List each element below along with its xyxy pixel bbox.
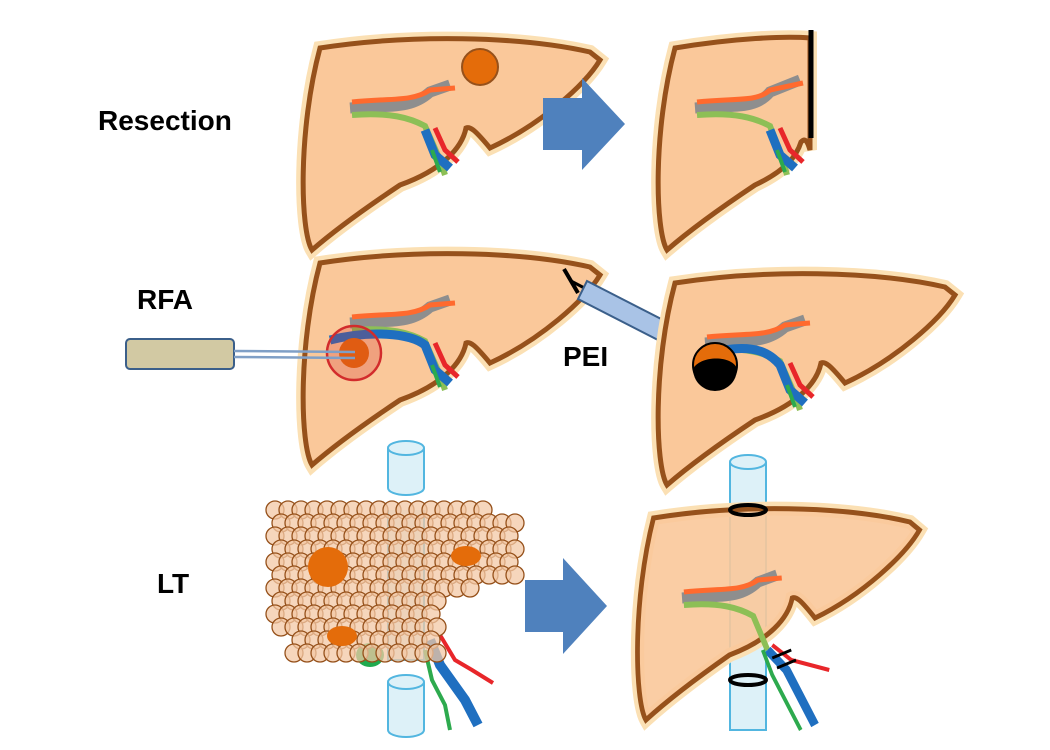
ethanol-fill [693,358,737,391]
arrow-right-icon [525,558,607,654]
hilar-vessels [694,74,805,176]
label-pei: PEI [563,341,608,372]
liver-before-resection [303,39,600,250]
syringe-barrel [576,279,669,342]
label-lt: LT [157,568,189,599]
rfa-electrode [125,338,356,370]
tumor [308,547,348,587]
caval-anastomosis [728,673,768,687]
tumor [327,626,357,646]
arrow-right-icon [543,78,625,170]
hilar-vessels [328,294,460,391]
regenerative-nodule [427,643,447,663]
label-rfa: RFA [137,284,193,315]
anastomosis [776,658,797,670]
transplanted-liver [637,454,919,731]
rfa-needle [233,349,356,354]
caval-anastomosis [728,503,768,517]
cirrhotic-liver [265,500,525,731]
liver-after-resection [658,30,811,250]
label-resection: Resection [98,105,232,136]
hilar-vessels [349,79,460,176]
liver-rfa [303,254,600,465]
liver-pei [658,274,955,485]
regenerative-nodule [505,565,525,585]
tumor [451,546,481,566]
anastomosis [771,648,792,660]
tumor [461,48,499,86]
cirrhotic-nodules [265,500,525,663]
regenerative-nodule [460,578,480,598]
rfa-handle [125,338,235,370]
